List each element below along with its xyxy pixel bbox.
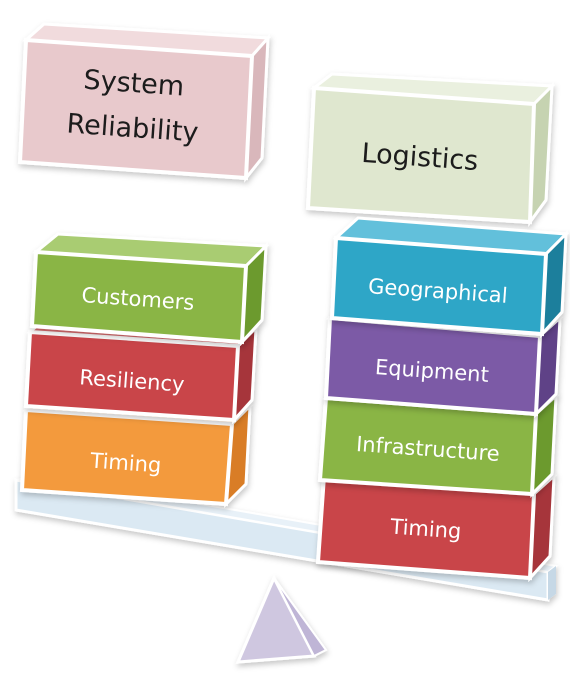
left-block-customers: Customers [29, 232, 270, 347]
fulcrum [235, 574, 328, 664]
system-reliability-box: System Reliability [17, 22, 272, 183]
logistics-box: Logistics [305, 72, 556, 227]
left-block-timing: Timing [19, 392, 254, 508]
left-block-timing-label: Timing [89, 448, 162, 477]
right-block-geographical: Geographical [329, 216, 570, 339]
system-reliability-line1: System [83, 65, 186, 103]
right-block-timing-label: Timing [389, 514, 462, 543]
